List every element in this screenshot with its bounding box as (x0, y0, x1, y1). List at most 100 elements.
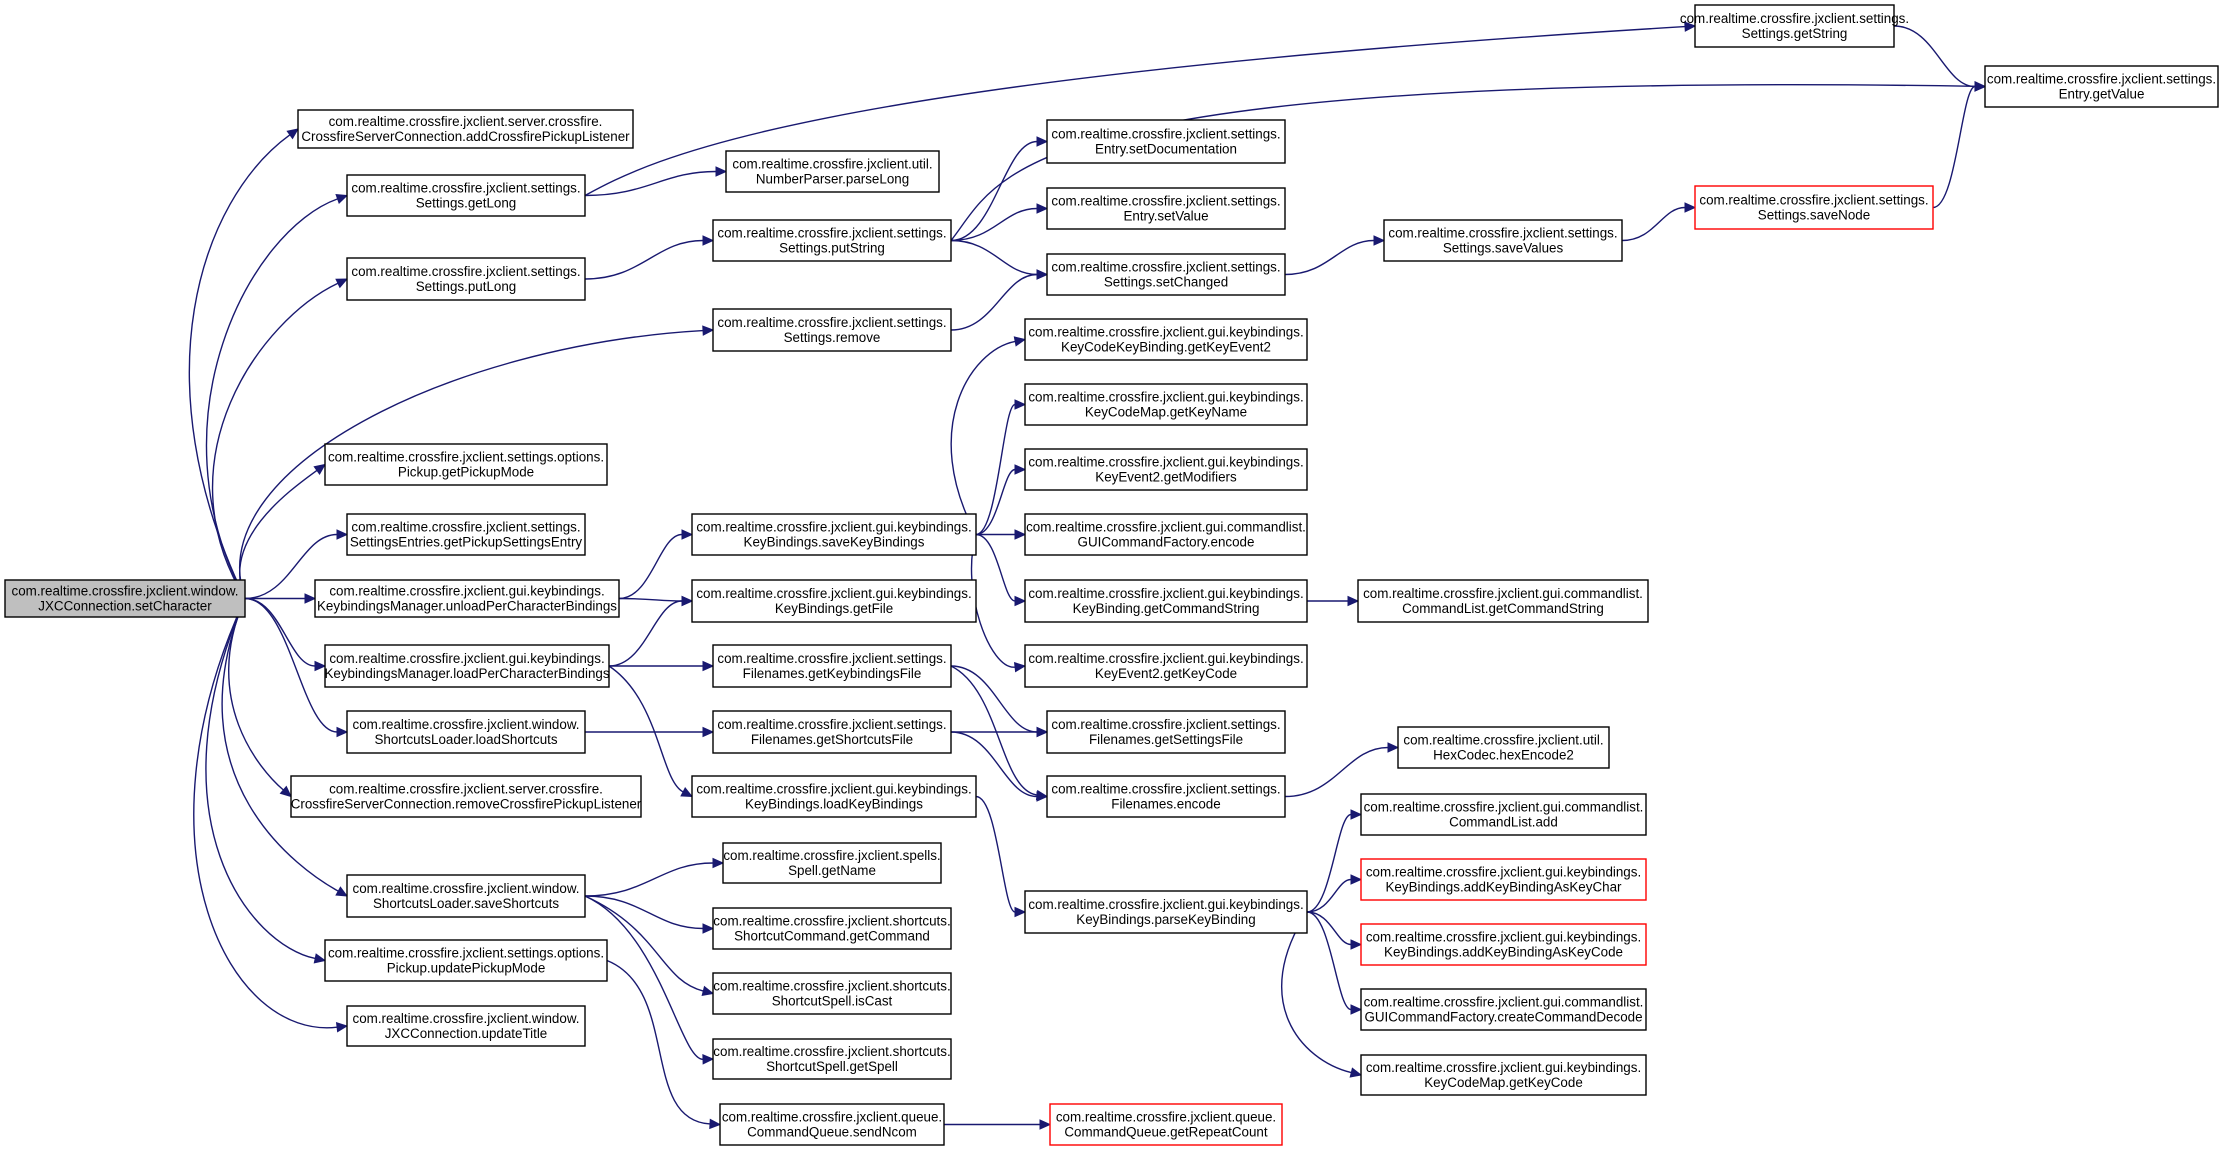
call-edge-saveValues-to-saveNode (1621, 206, 1686, 242)
node-entryGetValue[interactable]: com.realtime.crossfire.jxclient.settings… (1984, 65, 2219, 108)
arrowhead-icon (1013, 661, 1027, 673)
node-setDocumentation[interactable]: com.realtime.crossfire.jxclient.settings… (1046, 119, 1286, 164)
node-createCommandDecode[interactable]: com.realtime.crossfire.jxclient.gui.comm… (1360, 988, 1647, 1031)
node-label-line1: com.realtime.crossfire.jxclient.settings… (717, 226, 946, 241)
call-edge-root-to-saveShortcuts (221, 598, 339, 892)
node-label-line2: KeyEvent2.getModifiers (1095, 470, 1237, 485)
node-parseKeyBinding[interactable]: com.realtime.crossfire.jxclient.gui.keyb… (1024, 890, 1308, 934)
node-getRepeatCount[interactable]: com.realtime.crossfire.jxclient.queue.Co… (1049, 1103, 1283, 1146)
arrowhead-icon (1974, 81, 1987, 92)
node-box (1046, 187, 1286, 230)
node-label-line1: com.realtime.crossfire.jxclient.gui.keyb… (1028, 897, 1303, 912)
call-edge-root-to-removePickup (228, 598, 284, 791)
node-removePickup[interactable]: com.realtime.crossfire.jxclient.server.c… (290, 775, 642, 818)
arrowhead-icon (335, 886, 349, 897)
node-box (725, 150, 940, 193)
node-label-line1: com.realtime.crossfire.jxclient.util. (732, 157, 932, 172)
node-getShortcutsFile[interactable]: com.realtime.crossfire.jxclient.settings… (712, 710, 952, 754)
node-getPickupMode[interactable]: com.realtime.crossfire.jxclient.settings… (324, 443, 608, 486)
node-addAsKeyChar[interactable]: com.realtime.crossfire.jxclient.gui.keyb… (1360, 858, 1647, 901)
node-getKeyName[interactable]: com.realtime.crossfire.jxclient.gui.keyb… (1024, 383, 1308, 426)
node-isCast[interactable]: com.realtime.crossfire.jxclient.shortcut… (712, 972, 952, 1015)
node-label-line1: com.realtime.crossfire.jxclient.gui.keyb… (1028, 651, 1303, 666)
node-updateTitle[interactable]: com.realtime.crossfire.jxclient.window.J… (346, 1005, 586, 1047)
node-kbGetFile[interactable]: com.realtime.crossfire.jxclient.gui.keyb… (691, 579, 977, 623)
node-label-line1: com.realtime.crossfire.jxclient.gui.keyb… (1028, 390, 1303, 405)
node-getKeyEvent2[interactable]: com.realtime.crossfire.jxclient.gui.keyb… (1024, 318, 1308, 361)
node-box (712, 907, 952, 950)
arrowhead-icon (304, 593, 317, 604)
node-getCommand[interactable]: com.realtime.crossfire.jxclient.shortcut… (712, 907, 952, 950)
node-getLong[interactable]: com.realtime.crossfire.jxclient.settings… (346, 174, 586, 217)
node-saveNode[interactable]: com.realtime.crossfire.jxclient.settings… (1694, 185, 1934, 230)
node-label-line2: KeyBindings.loadKeyBindings (745, 797, 923, 812)
node-hexEncode2[interactable]: com.realtime.crossfire.jxclient.util.Hex… (1397, 726, 1610, 769)
node-box (691, 775, 977, 818)
node-saveValues[interactable]: com.realtime.crossfire.jxclient.settings… (1383, 219, 1623, 262)
node-saveKeyBindings[interactable]: com.realtime.crossfire.jxclient.gui.keyb… (691, 513, 977, 556)
node-loadPer[interactable]: com.realtime.crossfire.jxclient.gui.keyb… (324, 644, 610, 688)
node-clGetCommandString[interactable]: com.realtime.crossfire.jxclient.gui.comm… (1357, 579, 1649, 623)
arrowhead-icon (1373, 235, 1386, 246)
node-addPickup[interactable]: com.realtime.crossfire.jxclient.server.c… (297, 109, 634, 149)
node-putString[interactable]: com.realtime.crossfire.jxclient.settings… (712, 219, 952, 262)
node-label-line1: com.realtime.crossfire.jxclient.util. (1403, 733, 1603, 748)
node-getSettingsFile[interactable]: com.realtime.crossfire.jxclient.settings… (1046, 710, 1286, 754)
node-addAsKeyCode[interactable]: com.realtime.crossfire.jxclient.gui.keyb… (1360, 923, 1647, 966)
node-box (346, 1005, 586, 1047)
node-encodeCmd[interactable]: com.realtime.crossfire.jxclient.gui.comm… (1024, 513, 1308, 556)
node-box (691, 513, 977, 556)
node-setValue[interactable]: com.realtime.crossfire.jxclient.settings… (1046, 187, 1286, 230)
call-edge-saveShortcuts-to-getCommand (584, 895, 704, 930)
node-loadKeyBindings[interactable]: com.realtime.crossfire.jxclient.gui.keyb… (691, 775, 977, 818)
node-getModifiers[interactable]: com.realtime.crossfire.jxclient.gui.keyb… (1024, 448, 1308, 491)
node-label-line2: Filenames.getShortcutsFile (751, 732, 913, 747)
arrowhead-icon (702, 923, 715, 934)
node-sendNcom[interactable]: com.realtime.crossfire.jxclient.queue.Co… (719, 1103, 945, 1146)
node-getPickupSettingsEntry[interactable]: com.realtime.crossfire.jxclient.settings… (346, 513, 586, 556)
node-label-line2: Settings.setChanged (1104, 275, 1228, 290)
arrowhead-icon (1014, 595, 1027, 607)
node-parseLong[interactable]: com.realtime.crossfire.jxclient.util.Num… (725, 150, 940, 193)
node-box (1024, 318, 1308, 361)
node-label-line2: CommandQueue.getRepeatCount (1064, 1125, 1267, 1140)
node-unloadPer[interactable]: com.realtime.crossfire.jxclient.gui.keyb… (314, 579, 620, 618)
arrowhead-icon (712, 857, 725, 869)
node-root[interactable]: com.realtime.crossfire.jxclient.window.J… (4, 579, 246, 618)
node-loadShortcuts[interactable]: com.realtime.crossfire.jxclient.window.S… (346, 710, 586, 754)
node-label-line1: com.realtime.crossfire.jxclient.shortcut… (713, 1044, 950, 1059)
node-setChanged[interactable]: com.realtime.crossfire.jxclient.settings… (1046, 253, 1286, 296)
node-label-line2: Settings.remove (784, 330, 881, 345)
node-saveShortcuts[interactable]: com.realtime.crossfire.jxclient.window.S… (346, 874, 586, 918)
node-label-line1: com.realtime.crossfire.jxclient.settings… (1051, 782, 1280, 797)
node-label-line2: ShortcutCommand.getCommand (734, 929, 930, 944)
node-getKeybindingsFile[interactable]: com.realtime.crossfire.jxclient.settings… (712, 644, 952, 688)
node-kcmGetKeyCode[interactable]: com.realtime.crossfire.jxclient.gui.keyb… (1360, 1054, 1647, 1096)
call-edge-saveKeyBindings-to-getKeyName (975, 403, 1016, 536)
node-getString[interactable]: com.realtime.crossfire.jxclient.settings… (1680, 4, 1909, 48)
node-spellGetName[interactable]: com.realtime.crossfire.jxclient.spells.S… (722, 842, 942, 884)
node-label-line2: KeyBindings.getFile (775, 601, 893, 616)
node-putLong[interactable]: com.realtime.crossfire.jxclient.settings… (346, 257, 586, 301)
node-box (1024, 644, 1308, 688)
call-edge-root-to-addPickup (188, 134, 291, 599)
node-label-line2: KeyBindings.addKeyBindingAsKeyChar (1386, 880, 1623, 895)
node-clAdd[interactable]: com.realtime.crossfire.jxclient.gui.comm… (1360, 793, 1647, 836)
arrowhead-icon (336, 529, 349, 540)
node-box (1024, 383, 1308, 426)
node-label-line2: KeyCodeKeyBinding.getKeyEvent2 (1061, 340, 1271, 355)
node-getSpell[interactable]: com.realtime.crossfire.jxclient.shortcut… (712, 1038, 952, 1080)
arrowhead-icon (1036, 269, 1049, 280)
call-edge-parseKeyBinding-to-addAsKeyChar (1306, 878, 1352, 913)
node-box (722, 842, 942, 884)
node-updatePickupMode[interactable]: com.realtime.crossfire.jxclient.settings… (324, 939, 608, 982)
node-remove[interactable]: com.realtime.crossfire.jxclient.settings… (712, 308, 952, 352)
call-edge-updatePickupMode-to-sendNcom (606, 959, 711, 1125)
node-label-line2: KeybindingsManager.loadPerCharacterBindi… (324, 666, 609, 681)
node-fnEncode[interactable]: com.realtime.crossfire.jxclient.settings… (1046, 775, 1286, 818)
call-edge-loadKeyBindings-to-parseKeyBinding (975, 795, 1016, 913)
node-getKeyCode[interactable]: com.realtime.crossfire.jxclient.gui.keyb… (1024, 644, 1308, 688)
arrowhead-icon (709, 1118, 722, 1130)
node-getCommandString[interactable]: com.realtime.crossfire.jxclient.gui.keyb… (1024, 579, 1308, 623)
arrowhead-icon (1684, 202, 1697, 213)
